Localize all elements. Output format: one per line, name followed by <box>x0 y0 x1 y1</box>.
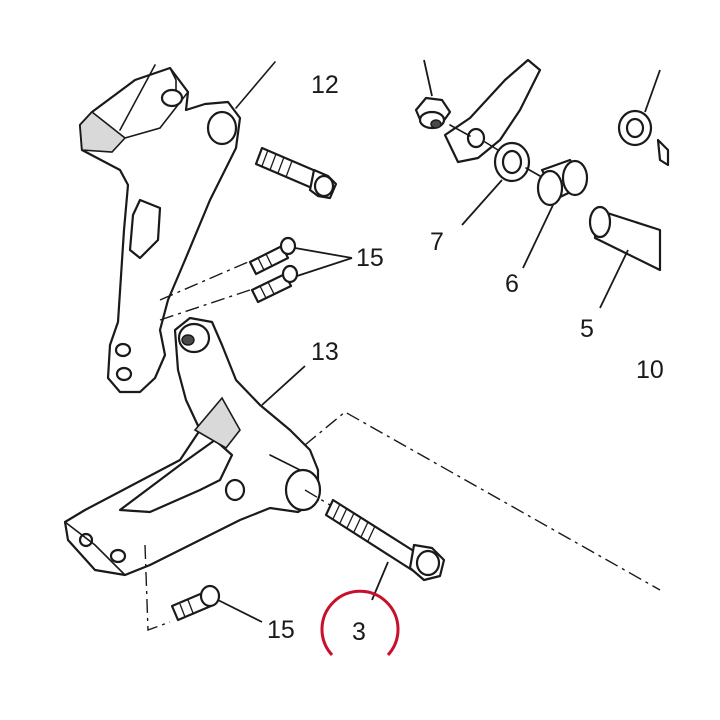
callout-3: 3 <box>352 618 366 646</box>
callout-12: 12 <box>311 71 339 99</box>
callout-10: 10 <box>636 356 664 384</box>
callout-15-lower: 15 <box>267 616 295 644</box>
bolt-15-lower <box>170 584 263 623</box>
callout-6: 6 <box>505 270 519 298</box>
bolt-12 <box>254 146 338 200</box>
linkage-parts <box>414 58 670 309</box>
callout-7: 7 <box>430 228 444 256</box>
lower-bracket-13 <box>63 316 322 577</box>
callout-15-upper: 15 <box>356 244 384 272</box>
bolt-3 <box>324 498 446 601</box>
highlight-circle <box>320 589 400 657</box>
callout-13: 13 <box>311 338 339 366</box>
bolts-15-upper <box>159 236 353 321</box>
callout-5: 5 <box>580 315 594 343</box>
upper-bracket <box>78 61 276 394</box>
